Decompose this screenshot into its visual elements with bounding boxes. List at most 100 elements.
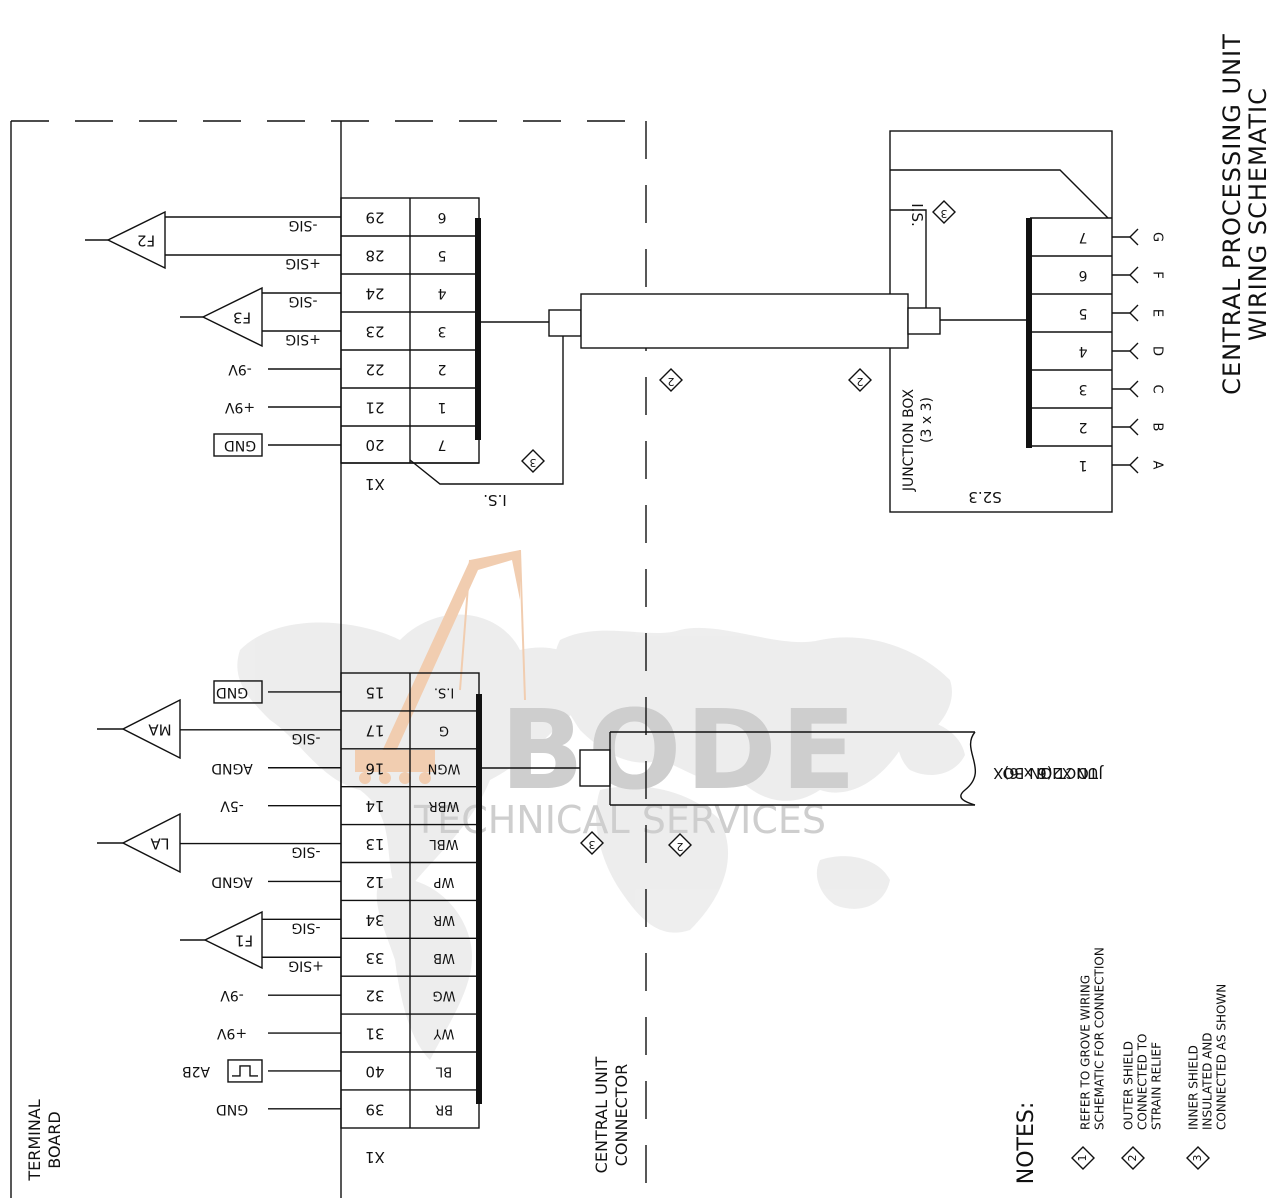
note-ref-3-junction: 3 xyxy=(932,200,956,224)
upper-pin-5: 5 xyxy=(438,247,447,263)
lower-wire-code-WY: WY xyxy=(434,1026,455,1041)
sensor-f3-label: F3 xyxy=(233,309,251,327)
lower-signal-label: GND xyxy=(216,1101,248,1117)
terminal-board-label-line1: TERMINAL xyxy=(25,1099,44,1181)
junction-pin-2: 2 xyxy=(1079,419,1088,435)
junction-box-size: (3 x 3) xyxy=(919,397,935,443)
note-text-line: CONNECTED TO xyxy=(1136,1034,1150,1130)
upper-terminal-21: 21 xyxy=(365,399,384,417)
upper-signal-label: +SIG xyxy=(285,255,321,271)
upper-terminal-20: 20 xyxy=(365,436,384,454)
note-text-line: INNER SHIELD xyxy=(1187,1045,1201,1130)
note-text-line: INSULATED AND xyxy=(1201,1032,1215,1130)
title-line2: WIRING SCHEMATIC xyxy=(1244,87,1270,341)
upper-pin-2: 2 xyxy=(438,361,447,377)
lower-wire-code-WR: WR xyxy=(433,912,455,927)
upper-is-label: I.S. xyxy=(483,491,506,509)
upper-terminal-29: 29 xyxy=(365,209,384,227)
lower-wire-code-BR: BR xyxy=(435,1101,453,1116)
junction-letter-A: A xyxy=(1150,461,1165,470)
lower-terminal-31: 31 xyxy=(365,1025,384,1043)
upper-note-markers: 3 2 2 3 xyxy=(521,200,956,473)
sensor-la-label: LA xyxy=(150,835,170,853)
watermark-logo-text: BODE xyxy=(500,686,860,814)
lower-wire-code-WB: WB xyxy=(433,950,455,965)
lower-connector-label: X1 xyxy=(365,1148,385,1166)
note-ref-2-lower: 2 xyxy=(668,833,692,857)
lower-cable: TO X2.1 JUNCTION BOX (6 x 6) xyxy=(482,731,1104,806)
sensor-f2: F2 xyxy=(85,210,166,270)
lower-signal-label: AGND xyxy=(211,760,252,776)
lower-terminal-14: 14 xyxy=(365,797,384,815)
junction-pin-7: 7 xyxy=(1079,229,1088,245)
note-ref-3-upper-number: 3 xyxy=(530,456,537,469)
lower-wire-code-WP: WP xyxy=(433,874,454,889)
crane-logo-icon xyxy=(355,549,526,784)
junction-letter-B: B xyxy=(1150,423,1165,432)
central-unit-label-line1: CENTRAL UNIT xyxy=(592,1056,611,1173)
junction-letter-C: C xyxy=(1150,384,1165,393)
a2b-switch-icon xyxy=(227,1059,263,1083)
lower-signal-label: -SIG xyxy=(292,730,321,746)
upper-cable: I.S. I.S. xyxy=(409,169,1109,509)
note-number: 2 xyxy=(1126,1155,1139,1162)
upper-signal-label: -SIG xyxy=(289,217,318,233)
note-text-line: REFER TO GROVE WIRING xyxy=(1079,975,1093,1130)
lower-ground-bar xyxy=(476,694,482,1104)
lower-signal-label: -5V xyxy=(220,798,244,814)
note-ref-3-lower-number: 3 xyxy=(589,838,596,851)
upper-signal-label: -SIG xyxy=(289,293,318,309)
lower-terminal-16: 16 xyxy=(365,759,384,777)
lower-signal-label: GND xyxy=(216,684,248,700)
note-ref-2-upper-right-number: 2 xyxy=(857,375,864,388)
central-unit-connector-label: CENTRAL UNIT CONNECTOR xyxy=(592,1056,631,1173)
note-ref-2-lower-number: 2 xyxy=(677,840,684,853)
upper-terminal-23: 23 xyxy=(365,323,384,341)
junction-letter-D: D xyxy=(1150,346,1165,356)
upper-pin-3: 3 xyxy=(438,323,447,339)
lower-signal-wires: GND-SIGAGND-5V-SIGAGND-SIG+SIG-9V+9VA2BG… xyxy=(180,680,341,1117)
lower-signal-label: -9V xyxy=(220,987,244,1003)
notes-heading: NOTES: xyxy=(1014,1102,1039,1185)
lower-signal-label: AGND xyxy=(211,873,252,889)
upper-pin-1: 1 xyxy=(438,399,447,415)
upper-pin-7: 7 xyxy=(438,437,447,453)
sensor-la: LA xyxy=(97,812,181,874)
note-ref-3-upper: 3 xyxy=(521,449,545,473)
sensor-ma: MA xyxy=(97,698,181,760)
lower-terminal-12: 12 xyxy=(365,873,384,891)
lower-wire-code-WGN: WGN xyxy=(428,760,461,775)
note-text-line: CONNECTED AS SHOWN xyxy=(1215,984,1229,1130)
upper-ground-bar xyxy=(475,218,481,440)
lower-terminal-13: 13 xyxy=(365,835,384,853)
lower-signal-label: +9V xyxy=(216,1025,247,1041)
lower-wire-code-WBR: WBR xyxy=(429,798,460,813)
to-junction-size-label: (6 x 6) xyxy=(1003,764,1052,782)
lower-terminal-32: 32 xyxy=(365,987,384,1005)
upper-gnd-box xyxy=(213,433,263,457)
sensor-f2-label: F2 xyxy=(137,232,155,250)
lower-wire-code-G: G xyxy=(439,722,449,737)
lower-terminal-15: 15 xyxy=(365,683,384,701)
to-junction-box-label: JUNCTION BOX xyxy=(993,764,1104,782)
upper-signal-label: GND xyxy=(224,437,256,453)
to-x21-label: TO X2.1 xyxy=(1038,764,1099,782)
sensor-f1: F1 xyxy=(180,910,263,970)
lower-signal-label: +SIG xyxy=(288,957,324,973)
junction-box-label: JUNCTION BOX xyxy=(901,388,917,492)
junction-pin-5: 5 xyxy=(1079,305,1088,321)
upper-signal-label: -9V xyxy=(228,361,252,377)
note-text-line: STRAIN RELIEF xyxy=(1150,1042,1164,1130)
lower-wire-code-BL: BL xyxy=(435,1063,452,1078)
lower-wire-code-WBL: WBL xyxy=(429,836,459,851)
note-ref-2-upper-left: 2 xyxy=(659,368,683,392)
lower-signal-label: -SIG xyxy=(292,844,321,860)
note-number: 1 xyxy=(1076,1155,1089,1162)
